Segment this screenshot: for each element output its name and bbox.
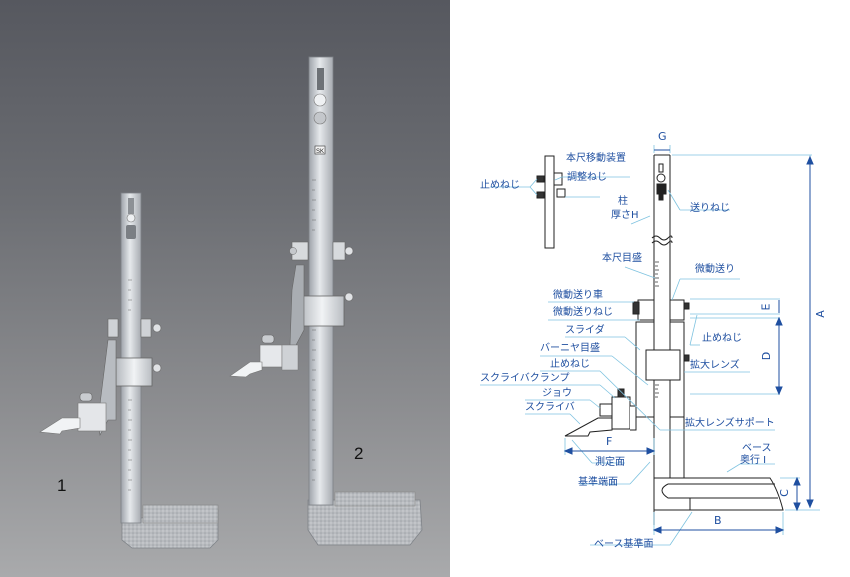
brand-mark: SK (316, 149, 324, 155)
item-number-1: 1 (57, 476, 67, 495)
label-column: 柱 (618, 196, 628, 207)
dimension-a: A (813, 310, 827, 318)
dimension-d: D (760, 351, 774, 361)
height-gauge-1 (39, 192, 219, 549)
height-gauges-illustration: SK (39, 56, 423, 549)
label-main-scale-moving-device: 本尺移動装置 (566, 153, 626, 164)
label-thickness-h: 厚さH (611, 210, 639, 221)
product-photo: SK (0, 0, 450, 577)
dimension-c: C (777, 489, 791, 497)
label-base-reference-face: ベース基準面 (594, 539, 654, 550)
label-base: ベース (742, 443, 772, 454)
parts-diagram: 本尺移動装置 調整ねじ 止めねじ 柱 厚さH 送りねじ 本尺目盛 微動送り 微動… (450, 0, 850, 577)
dimension-b: B (714, 514, 722, 527)
dimension-e: E (759, 303, 773, 311)
label-scriber: スクライバ (525, 402, 575, 413)
label-scriber-clamp: スクライバクランプ (480, 373, 570, 384)
label-base-depth: 奥行 I (740, 455, 767, 466)
height-gauge-2: SK (229, 56, 423, 546)
label-adjusting-screw: 調整ねじ (567, 172, 607, 183)
dimension-g: G (658, 130, 667, 143)
label-stop-screw-inset: 止めねじ (480, 180, 520, 191)
label-fine-feed: 微動送り (695, 264, 735, 275)
label-fine-feed-wheel: 微動送り車 (553, 290, 603, 301)
label-fine-feed-screw: 微動送りねじ (553, 307, 613, 318)
label-reference-end-face: 基準端面 (578, 477, 618, 488)
label-measuring-face: 測定面 (595, 457, 625, 468)
label-jaw: ジョウ (542, 388, 572, 399)
label-magnifier-support: 拡大レンズサポート (685, 418, 775, 429)
label-stop-screw: 止めねじ (550, 359, 590, 370)
label-magnifier: 拡大レンズ (690, 360, 740, 371)
label-feed-screw: 送りねじ (690, 203, 730, 214)
label-stop-screw-right: 止めねじ (702, 333, 742, 344)
diagram-lines (480, 145, 820, 546)
label-main-scale: 本尺目盛 (602, 253, 642, 264)
label-slider: スライダ (565, 325, 605, 336)
dimension-f: F (606, 435, 613, 448)
item-number-2: 2 (354, 444, 364, 463)
label-vernier-scale: バーニヤ目盛 (540, 343, 600, 354)
